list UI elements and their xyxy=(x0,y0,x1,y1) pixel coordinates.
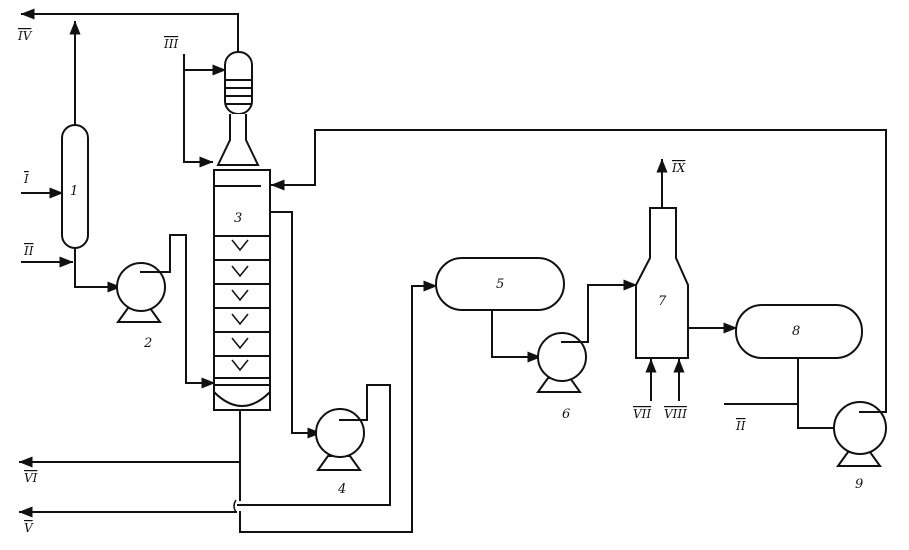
stream-label-v: V xyxy=(24,521,34,535)
line-recycle xyxy=(270,129,887,413)
stream-label-iv: IV xyxy=(17,29,33,43)
line-stream-iii-a xyxy=(183,54,214,168)
line-to-vessel5 xyxy=(239,280,438,533)
unit-label-9: 9 xyxy=(855,477,863,492)
line-vessel5-pump6 xyxy=(491,309,542,363)
line-pump2-discharge xyxy=(169,234,216,389)
unit-label-4: 4 xyxy=(337,482,346,497)
stream-label-ii-right: II xyxy=(735,419,746,433)
stream-label-ii: II xyxy=(23,244,34,258)
stream-label-vi: VI xyxy=(24,471,38,485)
pump-9 xyxy=(833,401,887,467)
line-iv-top xyxy=(20,8,239,53)
reactor-7 xyxy=(635,207,689,359)
pump-6 xyxy=(536,332,589,393)
line-pump6-reactor7 xyxy=(587,279,638,343)
line-crossover xyxy=(233,499,237,513)
stream-label-vii: VII xyxy=(633,407,651,421)
line-vessel1-pump2 xyxy=(74,247,122,293)
unit-label-1: 1 xyxy=(70,184,78,199)
unit-label-5: 5 xyxy=(496,277,504,292)
stream-label-ix: IX xyxy=(671,161,686,175)
unit-label-2: 2 xyxy=(143,336,152,351)
unit-label-3: 3 xyxy=(234,211,242,226)
unit-label-8: 8 xyxy=(792,324,800,339)
stream-label-viii: VIII xyxy=(664,407,687,421)
line-column-pump4 xyxy=(269,211,322,439)
vessel-5 xyxy=(435,257,565,311)
pump-2 xyxy=(116,262,171,323)
unit-label-7: 7 xyxy=(658,294,667,309)
vessel-1 xyxy=(61,124,89,249)
line-pump4-discharge xyxy=(237,384,391,506)
pump-4 xyxy=(315,408,368,471)
unit-label-6: 6 xyxy=(562,407,570,422)
vessel-8 xyxy=(735,304,863,359)
stream-label-iii: III xyxy=(163,37,178,51)
column-3 xyxy=(213,51,271,411)
stream-label-i: I xyxy=(23,172,29,186)
